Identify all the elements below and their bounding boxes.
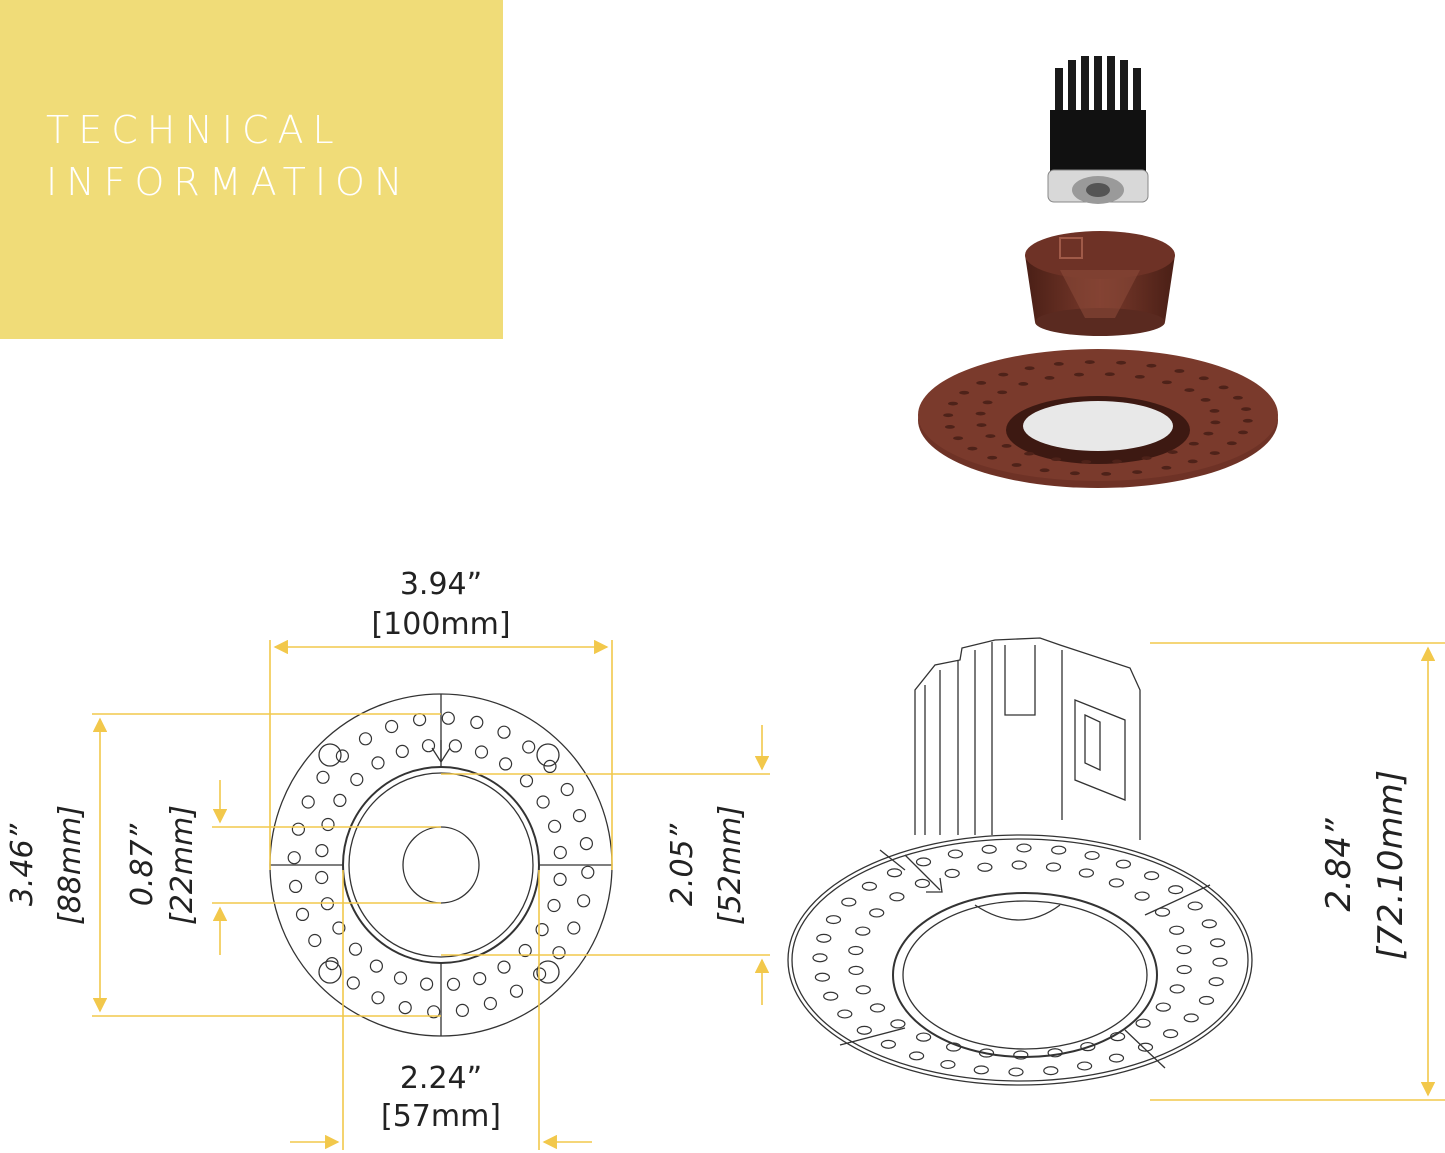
heading-line-2: INFORMATION <box>46 160 412 204</box>
flange-plate <box>918 349 1278 488</box>
dim-lens-diameter-inch: 0.87” <box>125 823 160 906</box>
heading-line-1: TECHNICAL <box>46 108 343 152</box>
dimension-labels: 3.94” [100mm] 3.46” [88mm] 0.87” [22mm] … <box>5 567 1411 1134</box>
dim-lens-diameter-mm: [22mm] <box>165 805 200 925</box>
dim-aperture-height-inch: 2.05” <box>665 823 700 906</box>
dim-aperture-height-mm: [52mm] <box>713 805 748 925</box>
dim-overall-width-mm: [100mm] <box>371 607 510 642</box>
dim-fixture-height-inch: 2.84” <box>1319 818 1359 912</box>
dim-aperture-width-mm: [57mm] <box>381 1099 501 1134</box>
dim-overall-width-inch: 3.94” <box>400 567 482 602</box>
dim-fixture-height-mm: [72.10mm] <box>1371 770 1411 960</box>
dimension-lines <box>92 639 1445 1150</box>
dim-aperture-width-inch: 2.24” <box>400 1061 482 1096</box>
front-view-drawing <box>269 693 613 1037</box>
side-view-drawing <box>787 637 1253 1086</box>
reflector-cone <box>1025 231 1175 336</box>
dim-overall-height-inch: 3.46” <box>5 823 40 906</box>
title-banner: TECHNICAL INFORMATION <box>0 0 503 339</box>
dim-overall-height-mm: [88mm] <box>53 805 88 925</box>
led-module <box>1047 56 1149 204</box>
product-render <box>918 56 1278 488</box>
